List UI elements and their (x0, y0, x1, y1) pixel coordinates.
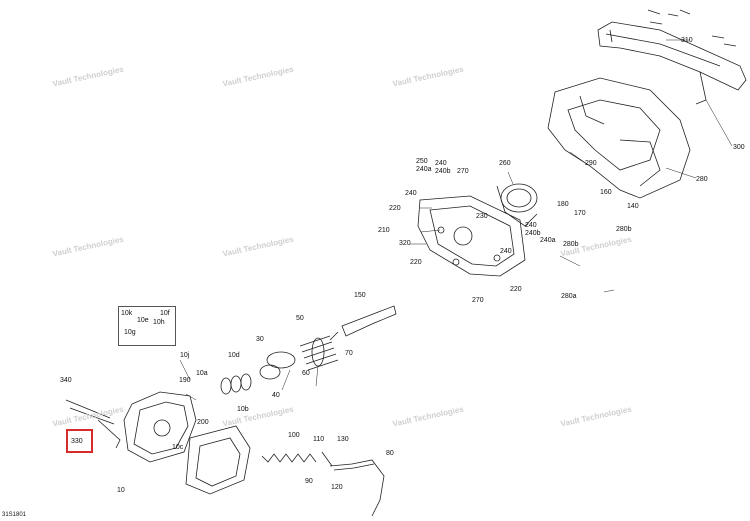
detail-inset-box (118, 306, 176, 346)
callout-50[interactable]: 50 (296, 315, 304, 322)
callout-160[interactable]: 160 (600, 189, 612, 196)
spring-assembly (261, 451, 333, 467)
callout-10h[interactable]: 10h (153, 319, 165, 326)
callout-260[interactable]: 260 (499, 160, 511, 167)
o-ring-set (220, 373, 252, 395)
highlighted-part-box[interactable]: 330 (66, 429, 93, 453)
callout-300[interactable]: 300 (733, 144, 745, 151)
engine-housing (547, 77, 691, 199)
callout-190[interactable]: 190 (179, 377, 191, 384)
callout-230[interactable]: 230 (476, 213, 488, 220)
callout-60[interactable]: 60 (302, 370, 310, 377)
callout-10e[interactable]: 10e (137, 317, 149, 324)
callout-70[interactable]: 70 (345, 350, 353, 357)
callout-320[interactable]: 320 (399, 240, 411, 247)
intake-plate-assembly (417, 195, 526, 277)
callout-130[interactable]: 130 (337, 436, 349, 443)
callout-240[interactable]: 240 (435, 160, 447, 167)
callout-270[interactable]: 270 (472, 297, 484, 304)
callout-310[interactable]: 310 (681, 37, 693, 44)
callout-90[interactable]: 90 (305, 478, 313, 485)
gearbox-housing (123, 391, 251, 495)
screw-set-310 (647, 9, 737, 47)
shift-linkage (65, 399, 121, 449)
callout-30[interactable]: 30 (256, 336, 264, 343)
callout-280[interactable]: 280 (696, 176, 708, 183)
callout-10a[interactable]: 10a (196, 370, 208, 377)
callout-10d[interactable]: 10d (228, 352, 240, 359)
callout-220[interactable]: 220 (410, 259, 422, 266)
callout-140[interactable]: 140 (627, 203, 639, 210)
callout-170[interactable]: 170 (574, 210, 586, 217)
callout-120[interactable]: 120 (331, 484, 343, 491)
callout-10c[interactable]: 10c (172, 444, 184, 451)
callout-280b[interactable]: 280b (563, 241, 579, 248)
highlighted-part-label: 330 (71, 438, 83, 445)
callout-110[interactable]: 110 (313, 436, 325, 443)
callout-80[interactable]: 80 (386, 450, 394, 457)
leader-lines (179, 39, 733, 401)
callout-270[interactable]: 270 (457, 168, 469, 175)
callout-10[interactable]: 10 (117, 487, 125, 494)
callout-280b[interactable]: 280b (616, 226, 632, 233)
callout-40[interactable]: 40 (272, 392, 280, 399)
rear-bumper-bar (597, 21, 747, 105)
callout-290[interactable]: 290 (585, 160, 597, 167)
callout-240[interactable]: 240 (525, 222, 537, 229)
callout-250[interactable]: 250 (416, 158, 428, 165)
vent-tube (329, 305, 397, 341)
callout-240a[interactable]: 240a (416, 166, 432, 173)
figure-id: 31S1801 (2, 512, 27, 518)
callout-10g[interactable]: 10g (124, 329, 136, 336)
cable-assembly (329, 459, 385, 517)
throttle-flange (496, 183, 538, 227)
callout-280a[interactable]: 280a (561, 293, 577, 300)
callout-240a[interactable]: 240a (540, 237, 556, 244)
callout-10f[interactable]: 10f (160, 310, 170, 317)
callout-240[interactable]: 240 (405, 190, 417, 197)
callout-240b[interactable]: 240b (435, 168, 451, 175)
callout-210[interactable]: 210 (378, 227, 390, 234)
callout-150[interactable]: 150 (354, 292, 366, 299)
callout-240[interactable]: 240 (500, 248, 512, 255)
callout-240b[interactable]: 240b (525, 230, 541, 237)
callout-10k[interactable]: 10k (121, 310, 133, 317)
callout-10j[interactable]: 10j (180, 352, 190, 359)
callout-340[interactable]: 340 (60, 377, 72, 384)
callout-100[interactable]: 100 (288, 432, 300, 439)
bellows-hose (259, 335, 339, 380)
callout-10b[interactable]: 10b (237, 406, 249, 413)
callout-200[interactable]: 200 (197, 419, 209, 426)
callout-220[interactable]: 220 (510, 286, 522, 293)
callout-180[interactable]: 180 (557, 201, 569, 208)
callout-220[interactable]: 220 (389, 205, 401, 212)
